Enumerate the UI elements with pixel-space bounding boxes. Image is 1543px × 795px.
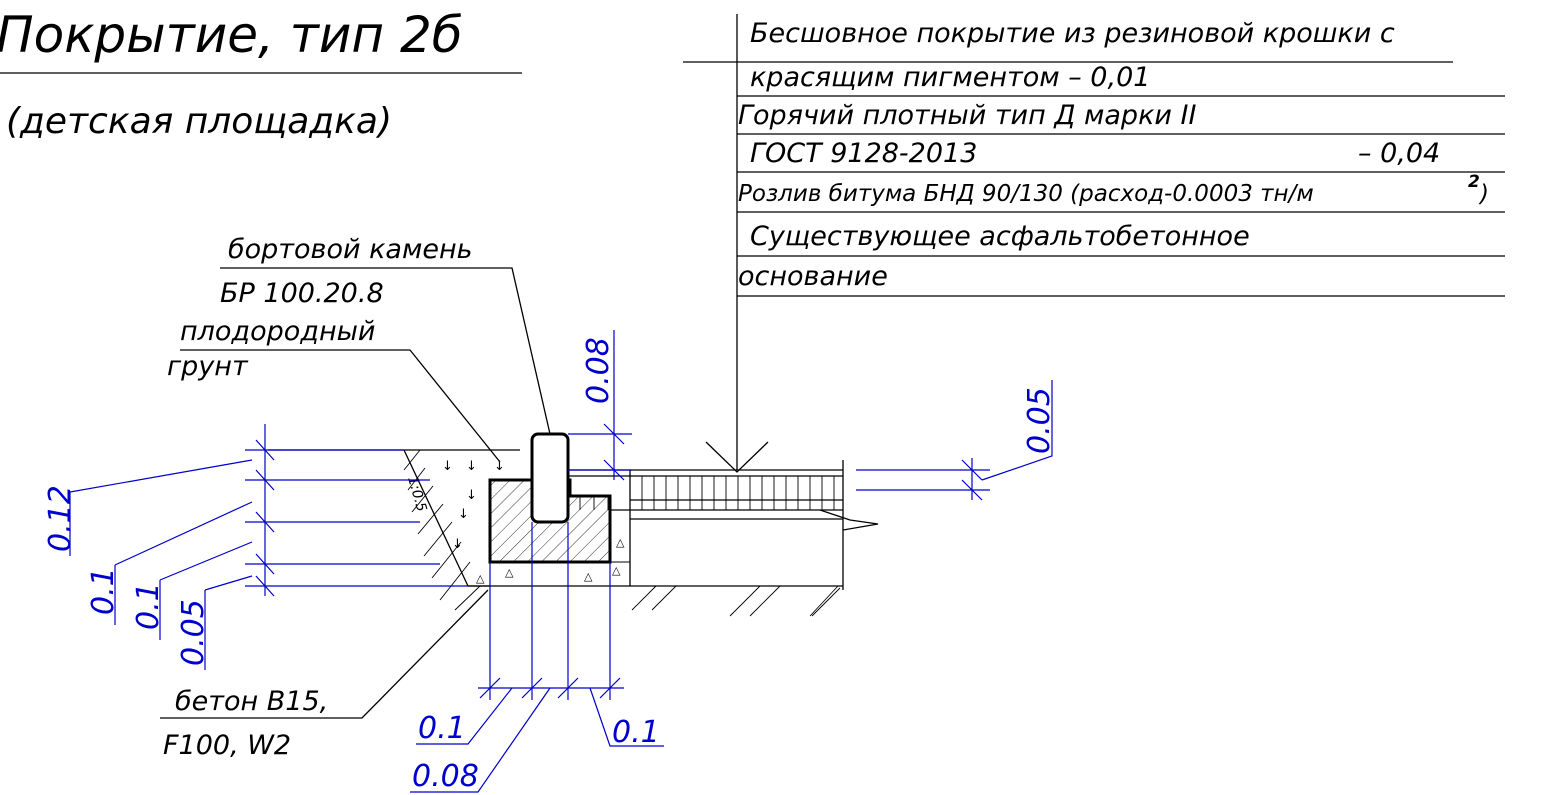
layer-rubber-line1: Бесшовное покрытие из резиновой крошки с: [750, 18, 1395, 49]
dim-bottom-01a: 0.1: [418, 711, 466, 746]
ground-hatch-bottom: [631, 585, 839, 617]
concrete-triangles: △ △ △ △ △: [476, 536, 625, 585]
svg-text:△: △: [616, 536, 625, 549]
svg-text:↓: ↓: [458, 507, 469, 522]
soil-callout-line2: грунт: [167, 351, 249, 382]
svg-text:△: △: [584, 570, 593, 583]
svg-text:↓: ↓: [466, 459, 477, 474]
layer-rubber-line2: красящим пигментом – 0,01: [750, 62, 1150, 93]
layer-base-line1: Существующее асфальтобетонное: [750, 221, 1250, 252]
concrete-callout-line2: F100, W2: [163, 730, 291, 761]
dimension-lines: [69, 330, 1053, 793]
break-line: [819, 509, 879, 590]
concrete-callout-line1: бетон В15,: [175, 686, 328, 717]
ground-hatch-left: [403, 449, 481, 611]
dim-bottom-008: 0.08: [412, 759, 479, 794]
svg-text:↓: ↓: [494, 459, 505, 474]
soil-callout-leader: [180, 349, 501, 463]
dim-left-01a: 0.1: [86, 567, 121, 615]
dim-curb-008: 0.08: [581, 337, 616, 404]
curb-callout-leader: [220, 267, 551, 435]
layer-asphalt-gost: ГОСТ 9128-2013: [750, 138, 977, 169]
curb-stone: [530, 432, 570, 524]
svg-text:↓: ↓: [442, 459, 453, 474]
dim-bottom-01b: 0.1: [612, 715, 660, 750]
dim-left-005: 0.05: [176, 599, 211, 666]
dim-left-012: 0.12: [43, 485, 78, 552]
svg-text:↓: ↓: [466, 488, 477, 503]
layer-bitumen-close: ): [1478, 181, 1489, 207]
layer-asphalt-line1: Горячий плотный тип Д марки II: [738, 100, 1196, 131]
curb-callout-line1: бортовой камень: [228, 234, 473, 265]
dim-right-005: 0.05: [1022, 387, 1057, 454]
layer-legend: Бесшовное покрытие из резиновой крошки с…: [683, 14, 1505, 473]
concrete-callout-leader: [160, 589, 489, 719]
layer-base-line2: основание: [738, 261, 888, 292]
svg-text:△: △: [505, 566, 514, 579]
soil-callout-line1: плодородный: [180, 316, 375, 347]
arrow-marker: [705, 441, 769, 473]
page-subtitle: (детская площадка): [6, 101, 392, 142]
break-hatch: [811, 587, 841, 617]
dim-left-01b: 0.1: [131, 582, 166, 630]
soil-fill: ↓ ↓ ↓ ↓ ↓ ↓: [442, 459, 505, 552]
curb-callout-line2: БР 100.20.8: [220, 278, 384, 309]
svg-text:△: △: [612, 564, 621, 577]
page-title: Покрытие, тип 2б: [0, 6, 463, 64]
svg-text:△: △: [476, 572, 485, 585]
pavement-tile-hatch: [579, 476, 835, 510]
svg-text:↓: ↓: [452, 537, 463, 552]
cross-section: ↓ ↓ ↓ ↓ ↓ ↓ 1:0.5 △ △ △ △ △: [160, 267, 879, 719]
layer-bitumen-superscript: 2: [1468, 172, 1480, 192]
layer-asphalt-thickness: – 0,04: [1358, 138, 1440, 169]
layer-bitumen: Розлив битума БНД 90/130 (расход-0.0003 …: [738, 181, 1314, 207]
